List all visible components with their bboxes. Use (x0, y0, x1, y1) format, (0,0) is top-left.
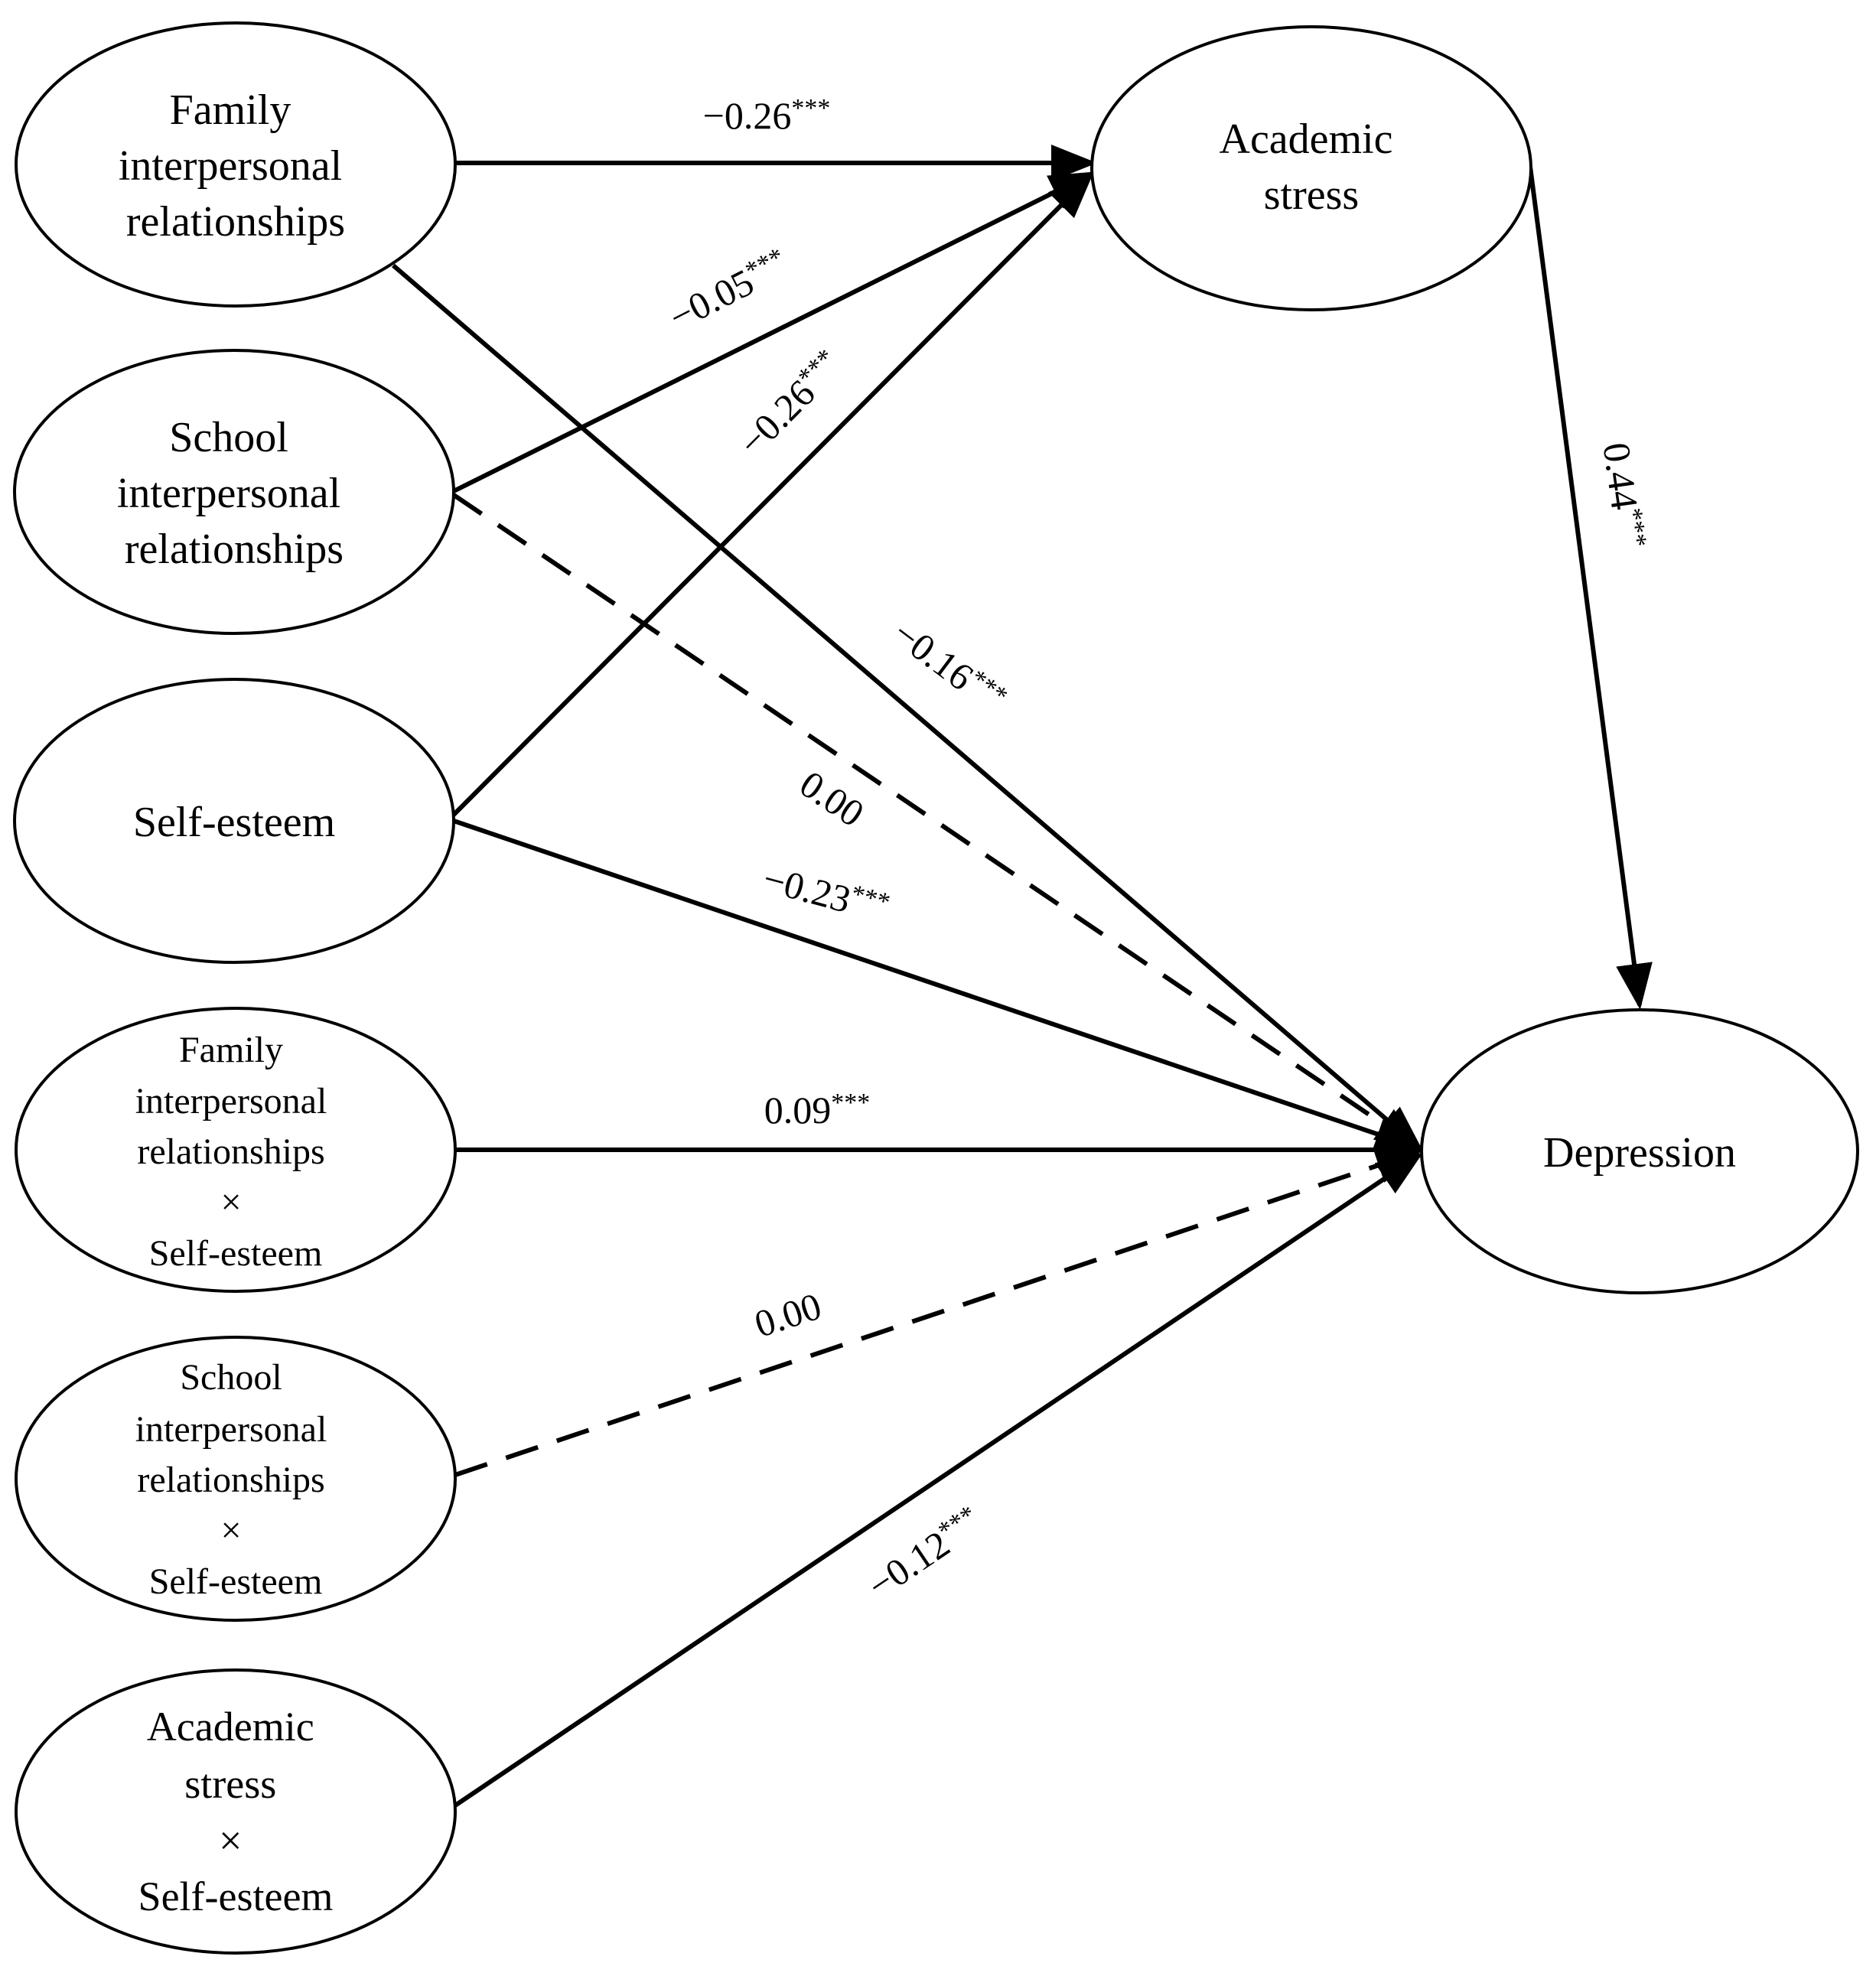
coef-stars: *** (1618, 506, 1652, 549)
coef-value: 0.00 (749, 1284, 826, 1346)
node-label-line: Family (179, 1030, 283, 1070)
path-selfesteem-depression (453, 819, 1422, 1152)
coef-stars: *** (848, 880, 893, 917)
coef-school-depression: 0.00 (793, 762, 872, 835)
node-label-line: Self-esteem (138, 1873, 334, 1919)
node-label-line: interpersonal (119, 142, 342, 190)
node-label-line: Family (170, 86, 291, 134)
svg-text:Family interpersonal: Family interpersonal relationships (119, 86, 353, 246)
node-family: Family interpersonal relationships (15, 21, 457, 308)
path-family-depression (392, 263, 1423, 1151)
node-label-line: × (220, 1510, 241, 1551)
coef-asxse-depression: −0.12*** (860, 1500, 990, 1607)
coef-value: 0.09 (764, 1089, 832, 1131)
coefficients-layer: −0.26*** −0.05*** −0.26*** −0.16*** 0.00… (662, 94, 1652, 1607)
node-selfesteem: Self-esteem (13, 678, 455, 964)
node-label-line: relationships (137, 1131, 324, 1172)
svg-text:School interpersonal: School interpersonal relationships × Sel… (135, 1357, 337, 1602)
path-academic-depression (1528, 166, 1653, 1010)
path-asxse-depression (454, 1152, 1423, 1808)
coef-selfesteem-academic: −0.26*** (730, 343, 850, 464)
node-academic: Academic stress (1090, 25, 1532, 311)
node-label-line: × (219, 1818, 242, 1864)
coef-value: −0.26 (703, 94, 792, 137)
svg-text:School interpersonal: School interpersonal relationships (117, 414, 351, 573)
svg-text:Self-esteem: Self-esteem (133, 799, 335, 846)
coef-academic-depression: 0.44*** (1594, 440, 1652, 551)
node-label-line: Depression (1543, 1129, 1736, 1177)
node-label-line: interpersonal (135, 1081, 327, 1121)
coef-value: 0.00 (793, 762, 872, 835)
coef-famxse-depression: 0.09*** (764, 1089, 871, 1131)
coef-value: −0.05 (662, 260, 760, 338)
node-asxse: Academic stress × Self-esteem (15, 1668, 457, 1955)
path-selfesteem-academic (451, 172, 1094, 817)
path-school-depression (452, 493, 1422, 1151)
nodes-layer: Family interpersonal relationships Schoo… (13, 21, 1859, 1955)
node-famxse: Family interpersonal relationships × Sel… (15, 1007, 457, 1293)
coef-value: −0.23 (759, 857, 855, 921)
paths-layer (392, 145, 1653, 1808)
svg-text:Depression: Depression (1543, 1129, 1736, 1177)
coef-school-academic: −0.05*** (662, 243, 795, 339)
path-schxse-depression (454, 1148, 1422, 1477)
node-label-line: relationships (137, 1460, 324, 1500)
node-label-line: Self-esteem (149, 1233, 323, 1274)
coef-stars: *** (831, 1089, 870, 1117)
svg-text:Academic stress: Academic stress (1220, 116, 1404, 219)
coef-stars: *** (791, 94, 830, 122)
node-label-line: School (169, 414, 288, 461)
svg-text:Academic stress: Academic stress × Self-esteem (138, 1704, 334, 1919)
node-label-line: interpersonal (117, 470, 340, 517)
node-label-line: Self-esteem (149, 1561, 323, 1602)
node-label-line: interpersonal (135, 1409, 327, 1450)
node-label-line: Academic (147, 1704, 314, 1750)
node-label-line: relationships (125, 526, 344, 573)
node-label-line: stress (1264, 171, 1359, 219)
node-schxse: School interpersonal relationships × Sel… (15, 1336, 457, 1622)
coef-selfesteem-depression: −0.23*** (759, 857, 894, 931)
coef-schxse-depression: 0.00 (749, 1284, 826, 1346)
svg-text:Family interpersonal: Family interpersonal relationships × Sel… (135, 1030, 337, 1274)
node-label-line: stress (184, 1761, 276, 1807)
node-depression: Depression (1420, 1008, 1859, 1294)
node-label-line: School (180, 1357, 282, 1398)
node-label-line: Academic (1220, 116, 1393, 163)
coef-value: 0.44 (1594, 440, 1646, 512)
node-label-line: relationships (126, 198, 345, 246)
node-label-line: × (220, 1182, 241, 1222)
node-label-line: Self-esteem (133, 799, 335, 846)
path-school-academic (452, 171, 1096, 493)
node-school: School interpersonal relationships (13, 349, 455, 635)
coef-family-academic: −0.26*** (703, 94, 831, 137)
